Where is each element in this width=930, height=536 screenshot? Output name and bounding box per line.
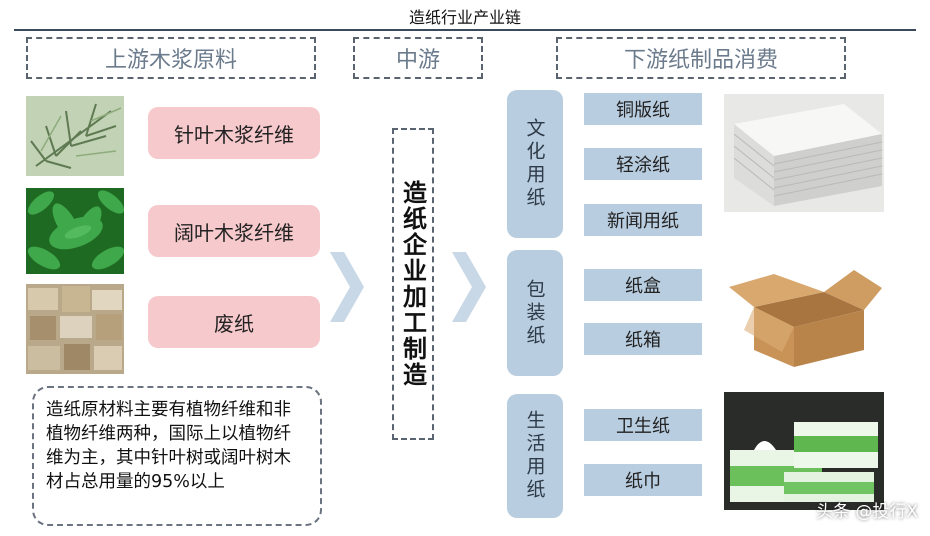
item-carton: 纸盒 [584,269,702,301]
midstream-box: 造纸企业加工制造 [392,128,434,440]
upstream-item-hardwood: 阔叶木浆纤维 [148,205,320,257]
category-household-paper: 生活用纸 [507,394,563,518]
paper-stack-photo [724,94,884,212]
flow-arrow-icon [452,252,486,322]
wastepaper-photo [26,284,124,374]
cardboard-box-photo [724,252,884,370]
downstream-header: 下游纸制品消费 [556,37,846,79]
page-title: 造纸行业产业链 [408,8,521,27]
watermark: 头条 @投行X [815,502,918,522]
midstream-header: 中游 [353,37,483,79]
item-light-coated-paper: 轻涂纸 [584,148,702,180]
tissue-pack-photo [724,392,884,510]
broadleaf-photo [26,188,124,274]
item-coated-paper: 铜版纸 [584,93,702,125]
category-culture-paper: 文化用纸 [507,90,563,238]
upstream-header: 上游木浆原料 [26,37,316,79]
flow-arrow-icon [330,252,364,322]
conifer-photo [26,96,124,176]
category-label: 文化用纸 [523,118,546,210]
item-box: 纸箱 [584,323,702,355]
category-label: 包装纸 [523,278,546,348]
item-toilet-paper: 卫生纸 [584,409,702,441]
category-packaging-paper: 包装纸 [507,250,563,376]
title-rule [14,29,916,31]
category-label: 生活用纸 [523,410,546,502]
note-box: 造纸原材料主要有植物纤维和非植物纤维两种，国际上以植物纤维为主，其中针叶树或阔叶… [32,386,322,526]
item-newsprint: 新闻用纸 [584,204,702,236]
midstream-label: 造纸企业加工制造 [398,180,427,388]
item-tissue: 纸巾 [584,464,702,496]
upstream-item-softwood: 针叶木浆纤维 [148,107,320,159]
upstream-item-wastepaper: 废纸 [148,296,320,348]
